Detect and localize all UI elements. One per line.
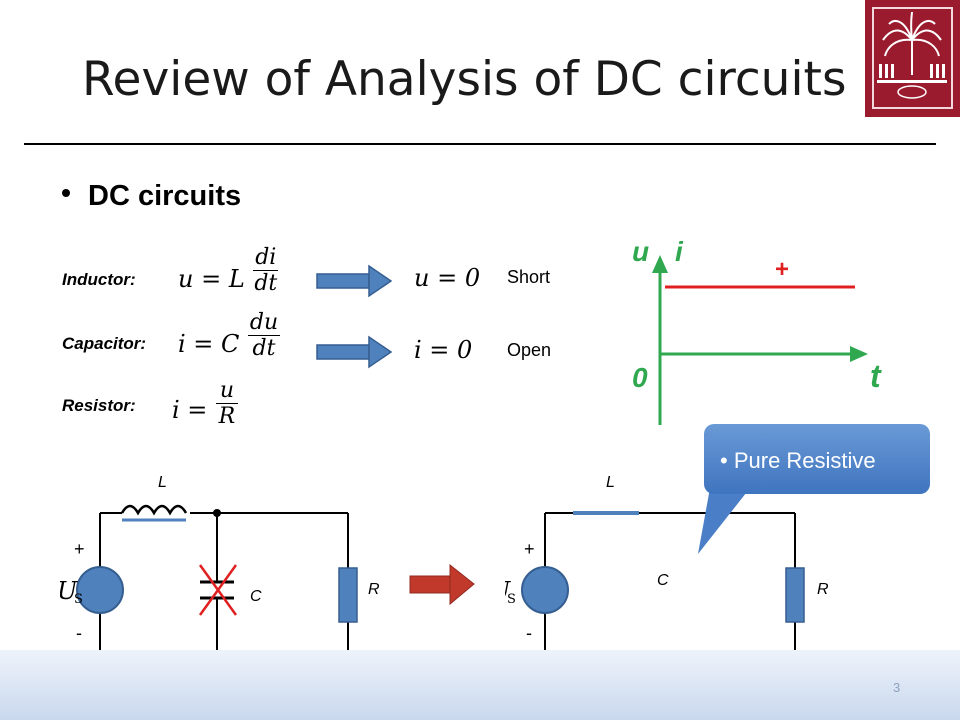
right-L-label: L (606, 474, 615, 491)
right-source-label: U (505, 577, 511, 605)
arrow-right-icon (316, 264, 393, 298)
bullet-text: DC circuits (88, 180, 242, 212)
left-minus-label: - (76, 623, 82, 643)
right-minus-label: - (526, 623, 532, 643)
graph-t-label: t (870, 358, 882, 394)
cross-out-icon (198, 564, 238, 616)
right-plus-label: + (524, 539, 535, 559)
bullet-dot-icon (62, 189, 70, 198)
capacitor-word: Open (507, 340, 552, 360)
resistor-numerator: u (215, 378, 239, 404)
capacitor-label: Capacitor: (62, 334, 147, 353)
callout-pointer (698, 488, 750, 554)
capacitor-result: i = 0 (414, 336, 473, 364)
left-L-label: L (158, 474, 167, 491)
left-source-subscript: S (74, 592, 83, 607)
resistor-equation: i = u R (172, 378, 239, 429)
slide-title: Review of Analysis of DC circuits (82, 52, 847, 107)
inductor-numerator: di (253, 245, 279, 271)
graph-plus-label: + (775, 256, 789, 283)
resistor-icon (338, 567, 358, 623)
right-source-subscript: S (507, 592, 516, 607)
equation-arrows (316, 264, 393, 369)
inductor-coil-icon (120, 504, 188, 516)
capacitor-lhs: i = C (178, 330, 240, 358)
title-divider (24, 143, 936, 145)
callout-text: Pure Resistive (733, 448, 876, 473)
callout-bullet-icon: • (720, 448, 728, 473)
ui-graph: u i + 0 t (632, 236, 882, 425)
arrow-right-icon (316, 335, 393, 369)
palmetto-seal-icon (872, 7, 953, 109)
circuit-right: L C R + - U S (505, 474, 829, 664)
graph-i-label: i (675, 236, 684, 267)
voltage-source-icon (76, 566, 124, 614)
y-axis-arrowhead-icon (652, 255, 668, 273)
resistor-lhs: i = (172, 396, 208, 424)
right-C-label: C (657, 572, 669, 589)
inductor-denominator: dt (254, 271, 278, 296)
resistor-label: Resistor: (62, 396, 136, 415)
university-logo (865, 0, 960, 117)
x-axis-arrowhead-icon (850, 346, 868, 362)
callout-box: • Pure Resistive (704, 424, 930, 494)
bullet-heading: DC circuits (62, 180, 241, 213)
capacitor-denominator: dt (252, 336, 276, 361)
inductor-equation: u = L di dt (178, 245, 279, 296)
right-R-label: R (817, 581, 829, 598)
page-number: 3 (893, 680, 901, 695)
inductor-result: u = 0 (414, 264, 481, 292)
junction-dot-icon (213, 509, 221, 517)
voltage-source-icon (521, 566, 569, 614)
capacitor-numerator: du (247, 310, 281, 336)
circuit-left: L C R + - U S (60, 474, 380, 667)
resistor-denominator: R (218, 404, 236, 429)
capacitor-equation: i = C du dt (178, 310, 281, 361)
slide-footer-band (0, 650, 960, 720)
inductor-word: Short (507, 267, 551, 287)
inductor-lhs: u = L (178, 265, 245, 293)
left-R-label: R (368, 581, 380, 598)
inductor-label: Inductor: (62, 270, 136, 289)
resistor-icon (785, 567, 805, 623)
transform-arrow-icon (409, 563, 475, 606)
graph-origin-label: 0 (632, 362, 648, 393)
left-C-label: C (250, 588, 262, 605)
left-source-label: U (60, 577, 78, 605)
graph-u-label: u (632, 236, 649, 267)
left-plus-label: + (74, 539, 85, 559)
